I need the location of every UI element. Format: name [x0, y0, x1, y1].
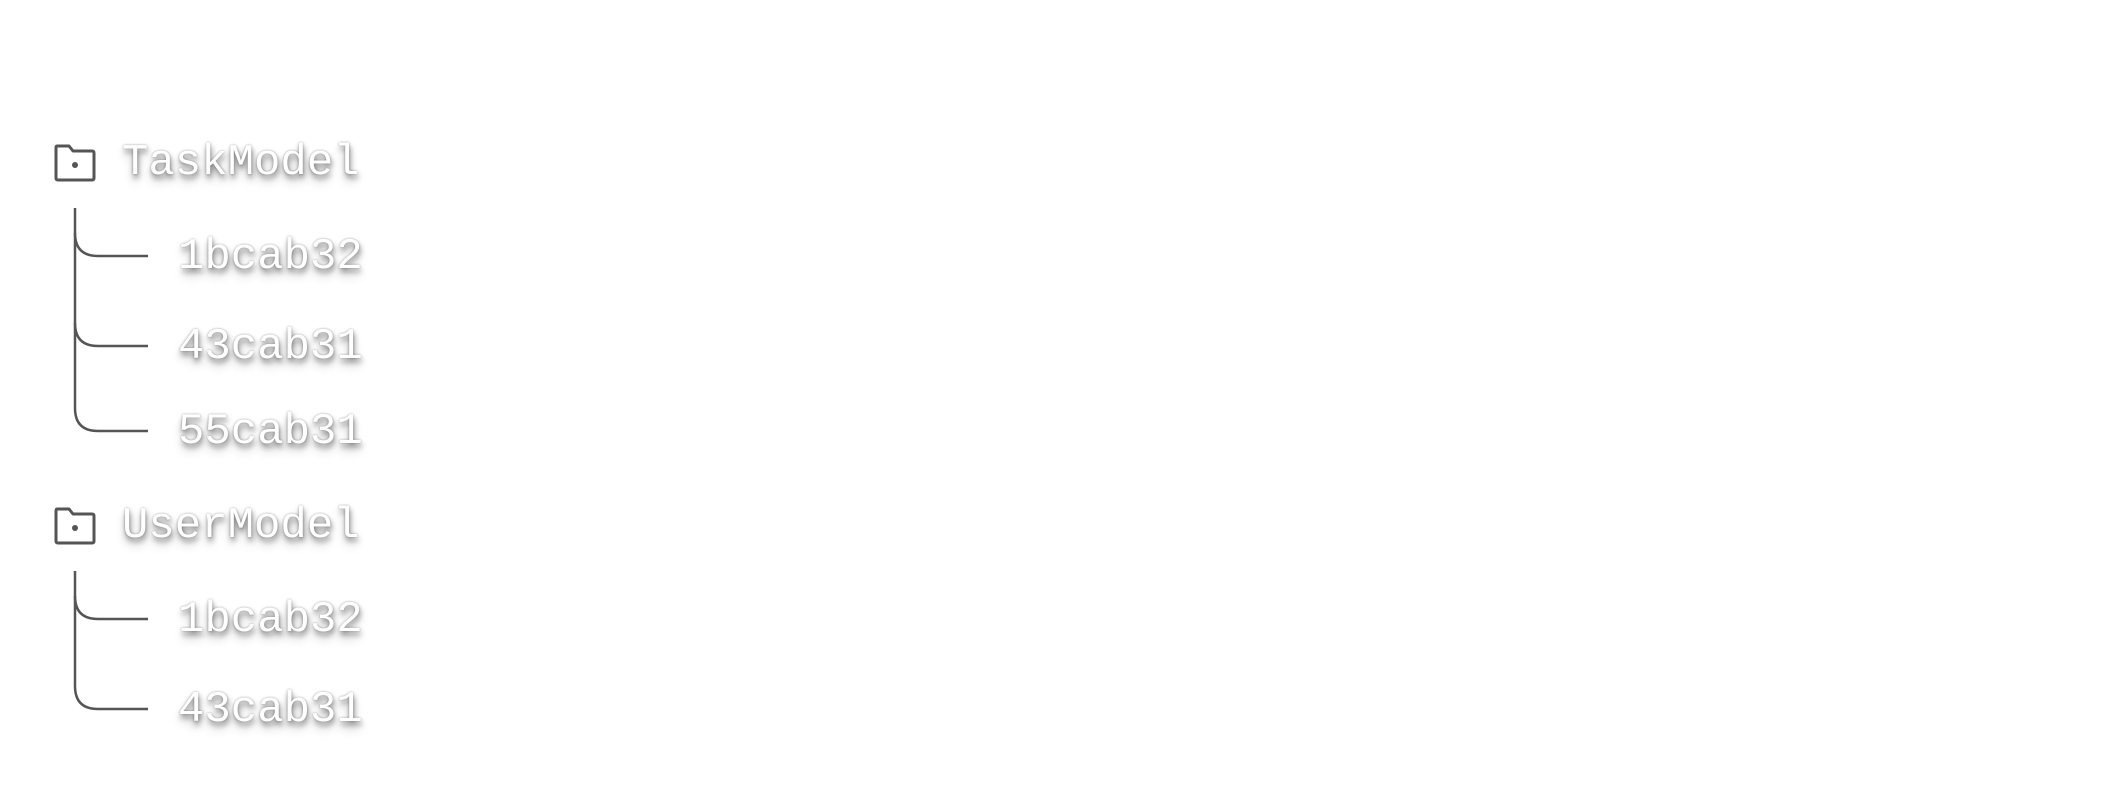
tree-item-label: 43cab31 — [178, 322, 363, 372]
tree-item[interactable]: 55cab31 — [178, 407, 363, 457]
folder-icon — [54, 507, 96, 545]
folder-row-usermodel[interactable]: UserModel — [52, 501, 360, 551]
tree-item[interactable]: 43cab31 — [178, 685, 363, 735]
tree-item-label: 1bcab32 — [178, 595, 363, 645]
tree-item[interactable]: 43cab31 — [178, 322, 363, 372]
tree-branch-lines — [73, 571, 148, 711]
folder-icon — [54, 144, 96, 182]
tree-item[interactable]: 1bcab32 — [178, 232, 363, 282]
tree-branch-lines — [73, 208, 148, 433]
tree-item-label: 43cab31 — [178, 685, 363, 735]
tree-item[interactable]: 1bcab32 — [178, 595, 363, 645]
folder-label: TaskModel — [122, 138, 360, 188]
folder-label: UserModel — [122, 501, 360, 551]
tree-item-label: 55cab31 — [178, 407, 363, 457]
tree-item-label: 1bcab32 — [178, 232, 363, 282]
folder-row-taskmodel[interactable]: TaskModel — [52, 138, 360, 188]
